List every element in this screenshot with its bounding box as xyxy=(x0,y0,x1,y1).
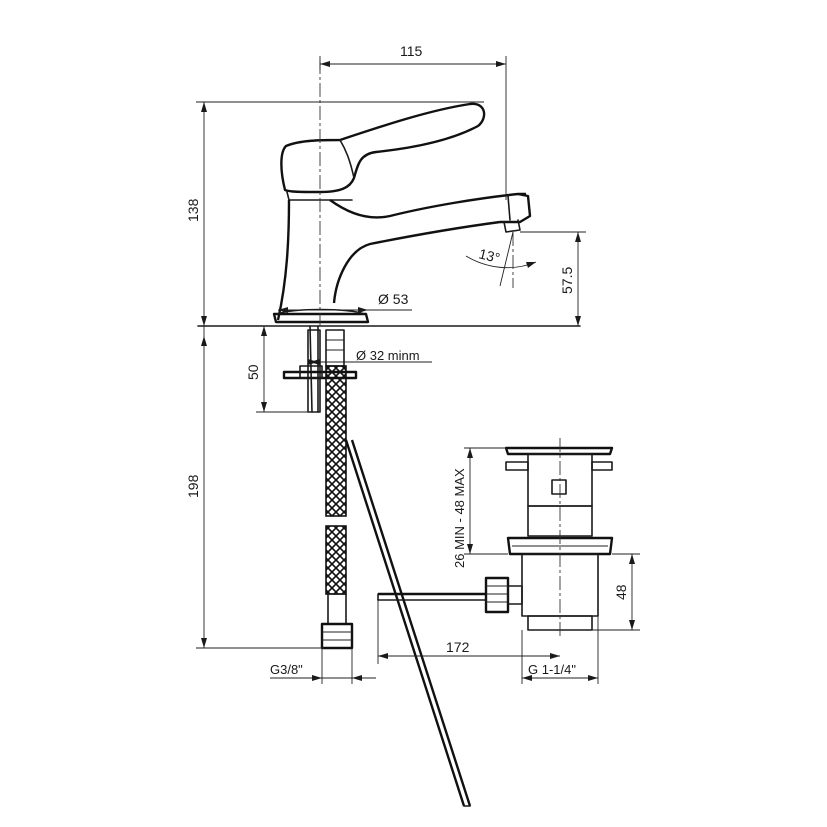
label-dia-32: Ø 32 minm xyxy=(356,348,420,363)
rod-connector xyxy=(484,576,510,614)
spout-top xyxy=(329,192,526,219)
label-g38: G3/8" xyxy=(270,662,303,677)
label-198: 198 xyxy=(185,474,201,498)
waste-plug-window xyxy=(551,479,567,495)
spout-underside xyxy=(332,220,501,304)
handle-lever xyxy=(280,102,486,194)
waste-flange xyxy=(504,446,614,456)
label-138: 138 xyxy=(185,198,201,222)
hose-lower xyxy=(325,525,347,595)
label-13-deg: 13° xyxy=(477,245,501,266)
faucet-base xyxy=(272,312,370,324)
handle-collar xyxy=(286,191,353,201)
hose-fitting-top xyxy=(325,329,345,367)
faucet-body xyxy=(272,102,532,324)
label-115: 115 xyxy=(400,43,423,59)
aerator-ring xyxy=(507,195,511,221)
aerator-tip xyxy=(503,219,521,233)
braided-hose xyxy=(320,365,354,650)
fixing-nut xyxy=(299,365,323,379)
body-left-profile xyxy=(276,199,291,321)
handle-lever-detail xyxy=(339,139,355,179)
label-dia-53: Ø 53 xyxy=(378,291,409,307)
pop-up-rod xyxy=(344,439,472,807)
dimension-labels: 115 138 57.5 13° Ø 53 Ø 32 minm 50 198 G… xyxy=(185,43,629,677)
basin-right xyxy=(591,461,613,471)
center-lines xyxy=(319,60,561,636)
aerator xyxy=(500,192,532,224)
hose-upper xyxy=(325,365,347,517)
pop-up-waste xyxy=(377,446,614,631)
hose-ferrule xyxy=(327,593,347,625)
label-g114: G 1-1/4" xyxy=(528,662,576,677)
dimension-lines xyxy=(196,56,640,684)
hose-nut xyxy=(320,622,354,650)
label-26-48: 26 MIN - 48 MAX xyxy=(452,468,467,568)
label-57-5: 57.5 xyxy=(559,267,575,294)
waste-locknut xyxy=(506,536,614,556)
label-48: 48 xyxy=(613,584,629,600)
basin-left xyxy=(505,461,529,471)
label-172: 172 xyxy=(446,639,470,655)
label-50: 50 xyxy=(245,364,261,380)
